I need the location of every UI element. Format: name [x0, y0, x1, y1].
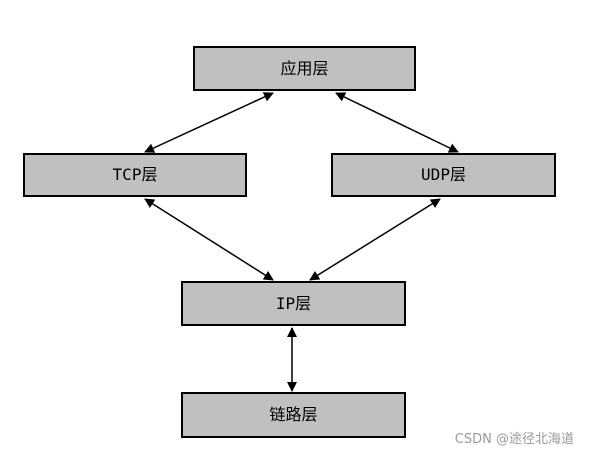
- application-layer-label: 应用层: [280, 58, 329, 78]
- tcp-layer-label: TCP层: [112, 165, 158, 184]
- link-layer-box: 链路层: [181, 392, 406, 438]
- arrow-application-udp: [335, 92, 459, 153]
- ip-layer-label: IP层: [275, 293, 312, 313]
- udp-layer-label: UDP层: [421, 165, 466, 184]
- tcp-layer-box: TCP层: [23, 153, 247, 197]
- arrow-application-tcp: [144, 92, 274, 153]
- watermark-text: CSDN @途径北海道: [454, 432, 574, 447]
- ip-layer-box: IP层: [181, 281, 406, 326]
- arrow-tcp-ip: [144, 198, 274, 281]
- udp-layer-box: UDP层: [331, 153, 556, 197]
- application-layer-box: 应用层: [193, 46, 416, 91]
- arrow-udp-ip: [309, 198, 441, 281]
- link-layer-label: 链路层: [269, 405, 318, 424]
